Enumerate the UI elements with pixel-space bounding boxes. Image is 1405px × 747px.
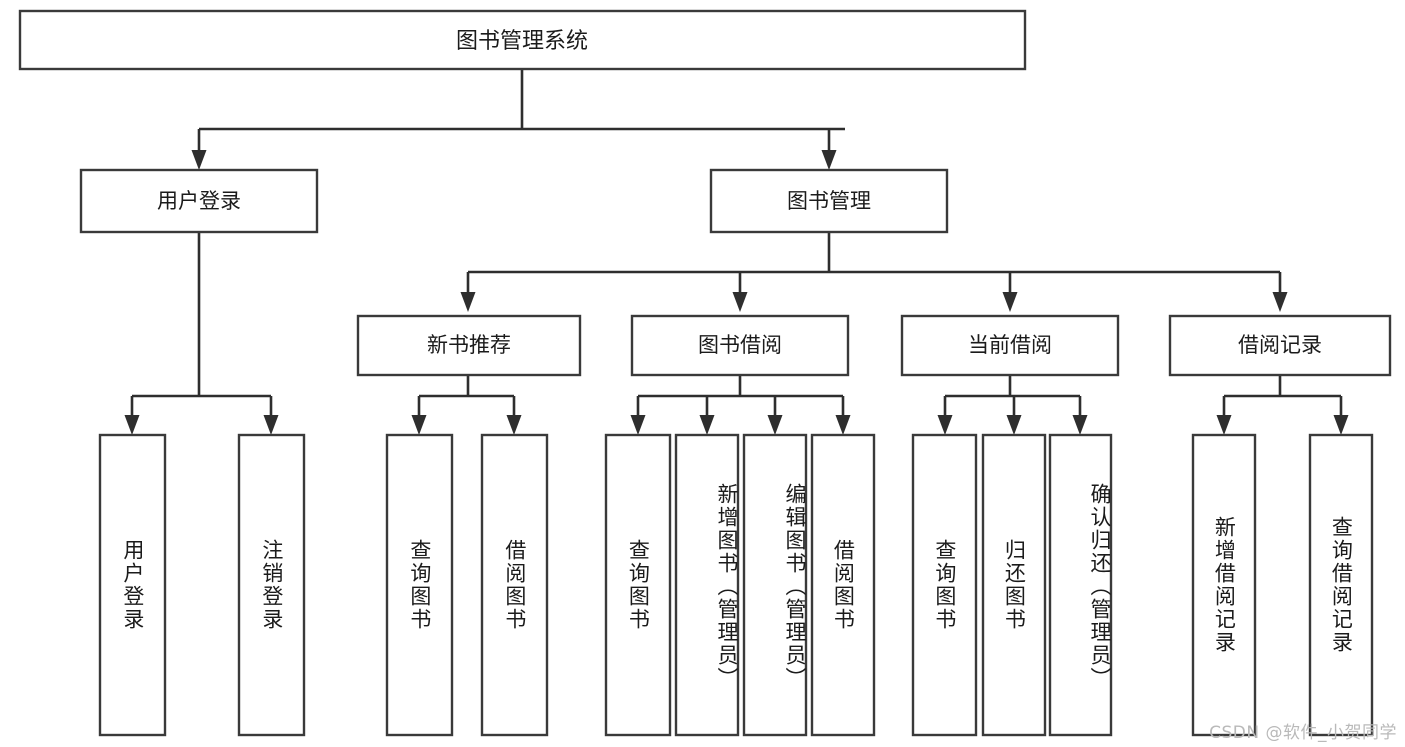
node-book-manage-label: 图书管理 (787, 189, 871, 213)
connector-newbook-to-leaves (411, 375, 522, 435)
node-leaf-edit-book[interactable] (742, 433, 808, 737)
connector-root-to-level2 (191, 69, 845, 170)
node-leaf-user-login[interactable] (98, 433, 167, 737)
node-current-borrow-label: 当前借阅 (968, 333, 1052, 357)
node-leaf-return-book[interactable] (981, 433, 1047, 737)
node-book-borrow[interactable]: 图书借阅 (630, 314, 850, 377)
node-leaf-add-book[interactable] (674, 433, 740, 737)
node-book-manage[interactable]: 图书管理 (709, 168, 949, 234)
node-current-borrow[interactable]: 当前借阅 (900, 314, 1120, 377)
node-root[interactable]: 图书管理系统 (18, 9, 1027, 71)
node-leaf-borrow-book-1[interactable] (480, 433, 549, 737)
node-leaf-confirm-return[interactable] (1048, 433, 1113, 737)
node-leaf-add-record[interactable] (1191, 433, 1257, 737)
node-new-book-recommend-label: 新书推荐 (427, 333, 511, 357)
connector-currentborrow-to-leaves (937, 375, 1088, 435)
connector-bookborrow-to-leaves (630, 375, 851, 435)
node-leaf-query-record[interactable] (1308, 433, 1374, 737)
node-leaf-query-book-3[interactable] (911, 433, 978, 737)
node-borrow-record[interactable]: 借阅记录 (1168, 314, 1392, 377)
node-root-label: 图书管理系统 (456, 29, 588, 54)
connector-borrowrecord-to-leaves (1216, 375, 1349, 435)
csdn-watermark: CSDN @软件_小贺同学 (1209, 723, 1397, 743)
node-user-login-label: 用户登录 (157, 189, 241, 213)
node-borrow-record-label: 借阅记录 (1238, 333, 1322, 357)
node-new-book-recommend[interactable]: 新书推荐 (356, 314, 582, 377)
connector-bookmanage-to-level3 (460, 232, 1288, 312)
connector-userlogin-to-leaves (124, 232, 279, 435)
node-leaf-query-book-2[interactable] (604, 433, 672, 737)
node-leaf-borrow-book-2[interactable] (810, 433, 876, 737)
node-leaf-query-book-1[interactable] (385, 433, 454, 737)
node-leaf-user-logout[interactable] (237, 433, 306, 737)
node-book-borrow-label: 图书借阅 (698, 333, 782, 357)
node-user-login[interactable]: 用户登录 (79, 168, 319, 234)
